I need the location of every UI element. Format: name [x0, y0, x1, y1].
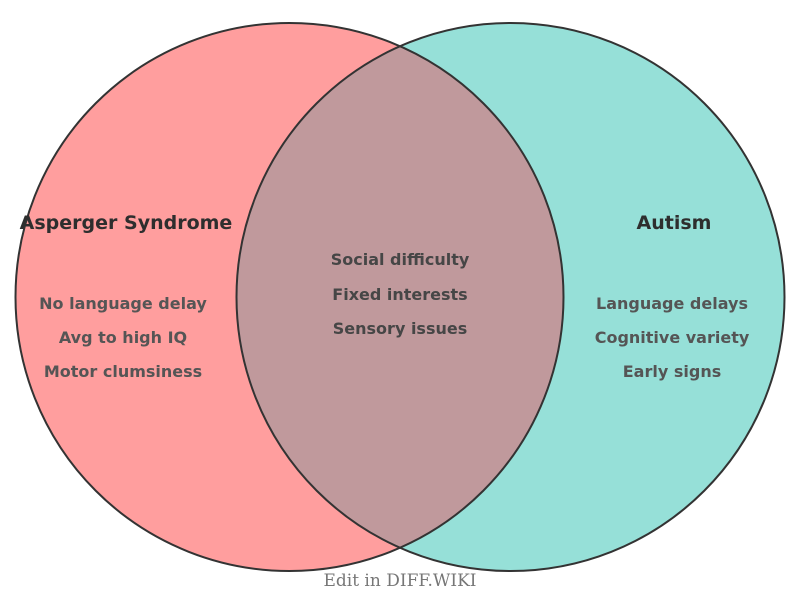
right-set-item: Language delays: [596, 294, 748, 313]
left-circle-outline: [14, 22, 565, 572]
left-set-item: Motor clumsiness: [44, 362, 202, 381]
right-circle-outline: [235, 22, 786, 572]
overlap-item: Social difficulty: [331, 250, 470, 269]
edit-caption-link[interactable]: Edit in DIFF.WIKI: [323, 571, 476, 591]
left-set-title: Asperger Syndrome: [20, 212, 233, 234]
left-set-item: Avg to high IQ: [59, 328, 187, 347]
overlap-item: Sensory issues: [333, 319, 467, 338]
overlap-region-fill: [236, 46, 564, 548]
right-set-item: Early signs: [623, 362, 721, 381]
left-set-item: No language delay: [39, 294, 207, 313]
right-set-item: Cognitive variety: [595, 328, 750, 347]
overlap-item: Fixed interests: [332, 285, 467, 304]
right-set-title: Autism: [637, 212, 712, 234]
